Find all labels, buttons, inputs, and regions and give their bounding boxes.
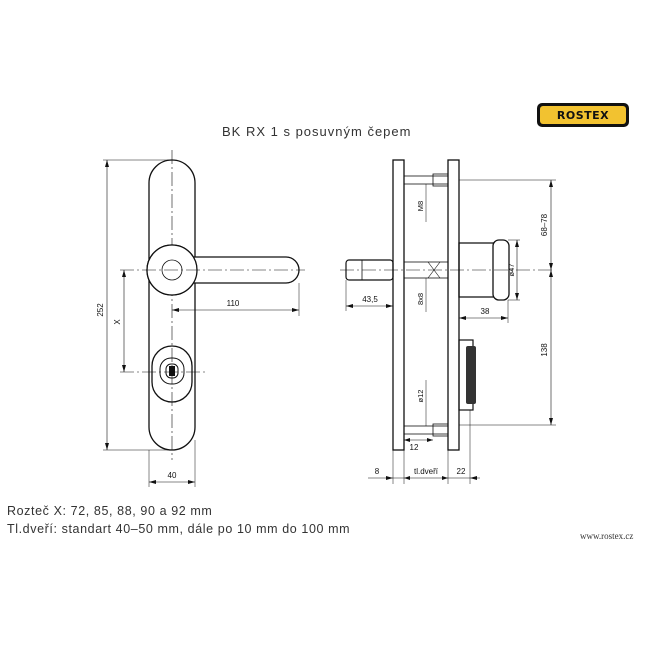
label-8x8: 8x8 bbox=[416, 293, 425, 305]
screw-top-head bbox=[432, 173, 449, 187]
screw-bottom-head bbox=[432, 423, 449, 437]
dim-range-arrow-bottom bbox=[549, 263, 553, 270]
logo-text: ROSTEX bbox=[556, 108, 610, 122]
dim-spindle-arrow-left bbox=[346, 304, 353, 308]
side-view bbox=[340, 159, 556, 484]
dim-door-arrow-right bbox=[442, 476, 448, 480]
website-url: www.rostex.cz bbox=[580, 531, 634, 541]
note-spacing: Rozteč X: 72, 85, 88, 90 a 92 mm bbox=[7, 504, 213, 518]
label-110: 110 bbox=[227, 299, 240, 308]
label-252: 252 bbox=[96, 303, 105, 317]
dim-12-arrow-right bbox=[427, 438, 433, 442]
dim-40-arrow-left bbox=[149, 480, 156, 484]
dim-47-arrow-top bbox=[515, 240, 519, 247]
drawing-title: BK RX 1 s posuvným čepem bbox=[222, 124, 412, 139]
label-door: tl.dveří bbox=[414, 467, 439, 476]
dim-138-arrow-bottom bbox=[549, 418, 553, 425]
dim-252-arrow-bottom bbox=[105, 443, 109, 450]
label-m8: M8 bbox=[416, 201, 425, 211]
cylinder-window bbox=[159, 357, 185, 385]
screw-bottom bbox=[403, 425, 449, 435]
label-8: 8 bbox=[375, 467, 380, 476]
dim-x-arrow-top bbox=[122, 270, 126, 277]
cylinder-block-cap bbox=[466, 346, 476, 404]
dim-x-arrow-bottom bbox=[122, 365, 126, 372]
label-43-5: 43,5 bbox=[362, 295, 378, 304]
dim-22-arrow bbox=[470, 476, 477, 480]
rostex-logo: ROSTEX bbox=[537, 103, 629, 127]
keyhole bbox=[169, 366, 175, 376]
label-40: 40 bbox=[168, 471, 177, 480]
dim-range-arrow-top bbox=[549, 180, 553, 187]
dim-138-arrow-top bbox=[549, 270, 553, 277]
dim-252-arrow-top bbox=[105, 160, 109, 167]
dim-spindle-arrow-right bbox=[386, 304, 393, 308]
label-12: 12 bbox=[410, 443, 419, 452]
dim-door-arrow-left bbox=[404, 476, 410, 480]
cylinder-core bbox=[165, 363, 179, 379]
front-view bbox=[103, 150, 305, 487]
label-dia47: ø47 bbox=[507, 264, 516, 277]
dim-110-arrow-left bbox=[172, 308, 179, 312]
dim-38-arrow-left bbox=[459, 316, 466, 320]
dim-8-arrow bbox=[386, 476, 393, 480]
label-range: 68–78 bbox=[540, 213, 549, 236]
dim-110-arrow-right bbox=[292, 308, 299, 312]
outer-plate bbox=[392, 159, 405, 451]
label-dia12: ø12 bbox=[416, 390, 425, 403]
inner-plate bbox=[447, 159, 460, 451]
label-138: 138 bbox=[540, 343, 549, 357]
dim-40-arrow-right bbox=[188, 480, 195, 484]
dim-12-arrow-left bbox=[404, 438, 410, 442]
note-door-thickness: Tl.dveří: standart 40–50 mm, dále po 10 … bbox=[7, 522, 351, 536]
label-38: 38 bbox=[481, 307, 490, 316]
label-22: 22 bbox=[457, 467, 466, 476]
dim-47-arrow-bottom bbox=[515, 293, 519, 300]
dim-38-arrow-right bbox=[501, 316, 508, 320]
logo-badge: ROSTEX bbox=[540, 106, 626, 124]
cylinder-cover bbox=[151, 345, 193, 403]
label-x: X bbox=[113, 319, 122, 325]
screw-top bbox=[403, 175, 449, 185]
